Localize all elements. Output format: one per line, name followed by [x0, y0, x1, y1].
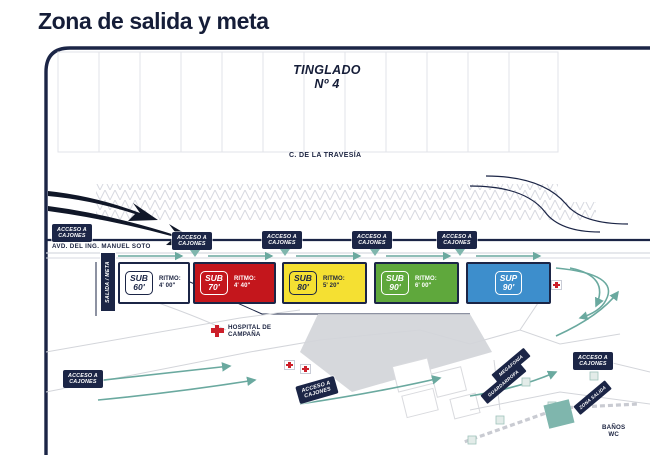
corral-sup-90[interactable]: SUP 90': [466, 262, 551, 304]
corral-pace-label-sub-80: RITMO:: [322, 276, 345, 282]
red-cross-icon-hospital: [210, 324, 224, 337]
corral-pace-value-sub-90: 6' 00": [414, 283, 432, 289]
corral-badge-sub-80: SUB 80': [289, 271, 317, 295]
corral-badge-sub-60: SUB 60': [125, 271, 153, 295]
street-label-manuel-soto: AVD. DEL ING. MANUEL SOTO: [52, 243, 151, 250]
banos-wc-label: BAÑOS WC: [602, 424, 626, 439]
corral-pace-sub-60: RITMO:4' 00": [159, 276, 181, 290]
corral-badge-sub-70: SUB 70': [200, 271, 228, 295]
corral-sub-90[interactable]: SUB 90' RITMO:6' 00": [374, 262, 459, 304]
corral-sub-70[interactable]: SUB 70' RITMO:4' 40": [193, 262, 276, 304]
corral-pace-value-sub-80: 5' 20": [322, 283, 340, 289]
lower-paths: [45, 299, 650, 411]
access-triangle-icon-3: [280, 249, 290, 256]
first-aid-icon-finish: [551, 280, 562, 290]
hatched-barrier-band: [96, 184, 596, 220]
corral-pace-sub-90: RITMO:6' 00": [415, 276, 437, 290]
acceso-cajones-label-8[interactable]: ACCESO A CAJONES: [573, 352, 613, 371]
direction-hook-arrows: [48, 191, 206, 246]
route-arrows-lower: [67, 267, 619, 405]
corral-pace-label-sub-90: RITMO:: [414, 276, 437, 282]
acceso-cajones-label-4[interactable]: ACCESO A CAJONES: [352, 231, 392, 250]
corral-badge-sub-90: SUB 90': [381, 271, 409, 295]
access-triangle-icon-5: [455, 249, 465, 256]
acceso-cajones-label-5[interactable]: ACCESO A CAJONES: [437, 231, 477, 250]
corral-pace-value-sub-70: 4' 40": [233, 283, 251, 289]
access-triangle-icon-2: [190, 250, 200, 257]
corral-badge-sup-90: SUP 90': [494, 271, 523, 295]
hospital-de-campana-label: HOSPITAL DE CAMPAÑA: [228, 324, 272, 339]
road-curves: [469, 175, 629, 233]
corral-pace-sub-70: RITMO:4' 40": [234, 276, 256, 290]
tinglado-building: [57, 51, 559, 153]
corral-sub-60[interactable]: SUB 60' RITMO:4' 00": [118, 262, 190, 304]
salida-meta-bar: SALIDA / META: [100, 252, 116, 312]
fence-dashed: [463, 402, 639, 444]
acceso-cajones-label-3[interactable]: ACCESO A CAJONES: [262, 231, 302, 250]
corral-pace-label-sub-70: RITMO:: [233, 276, 256, 282]
avenida-manuel-soto: [46, 238, 650, 259]
salida-meta-label: SALIDA / META: [105, 261, 111, 303]
corral-pace-label-sub-60: RITMO:: [158, 276, 181, 282]
tinglado-label: TINGLADO Nº 4: [293, 63, 361, 91]
corral-pace-sub-80: RITMO:5' 20": [323, 276, 345, 290]
first-aid-icon-2: [284, 360, 295, 370]
street-label-travesia: C. DE LA TRAVESÍA: [289, 152, 362, 159]
dock-boundary: [44, 46, 650, 455]
first-aid-icon-3: [300, 364, 311, 374]
acceso-cajones-label-1[interactable]: ACCESO A CAJONES: [52, 224, 92, 243]
route-arrow-finish: [555, 267, 610, 321]
access-triangle-icon-4: [370, 249, 380, 256]
acceso-cajones-label-6[interactable]: ACCESO A CAJONES: [63, 370, 103, 389]
corral-sub-80[interactable]: SUB 80' RITMO:5' 20": [282, 262, 367, 304]
service-buildings: [391, 357, 481, 420]
acceso-cajones-label-2[interactable]: ACCESO A CAJONES: [172, 232, 212, 251]
port-block: [300, 314, 492, 392]
page-title: Zona de salida y meta: [38, 8, 269, 34]
corral-pace-value-sub-60: 4' 00": [158, 283, 176, 289]
